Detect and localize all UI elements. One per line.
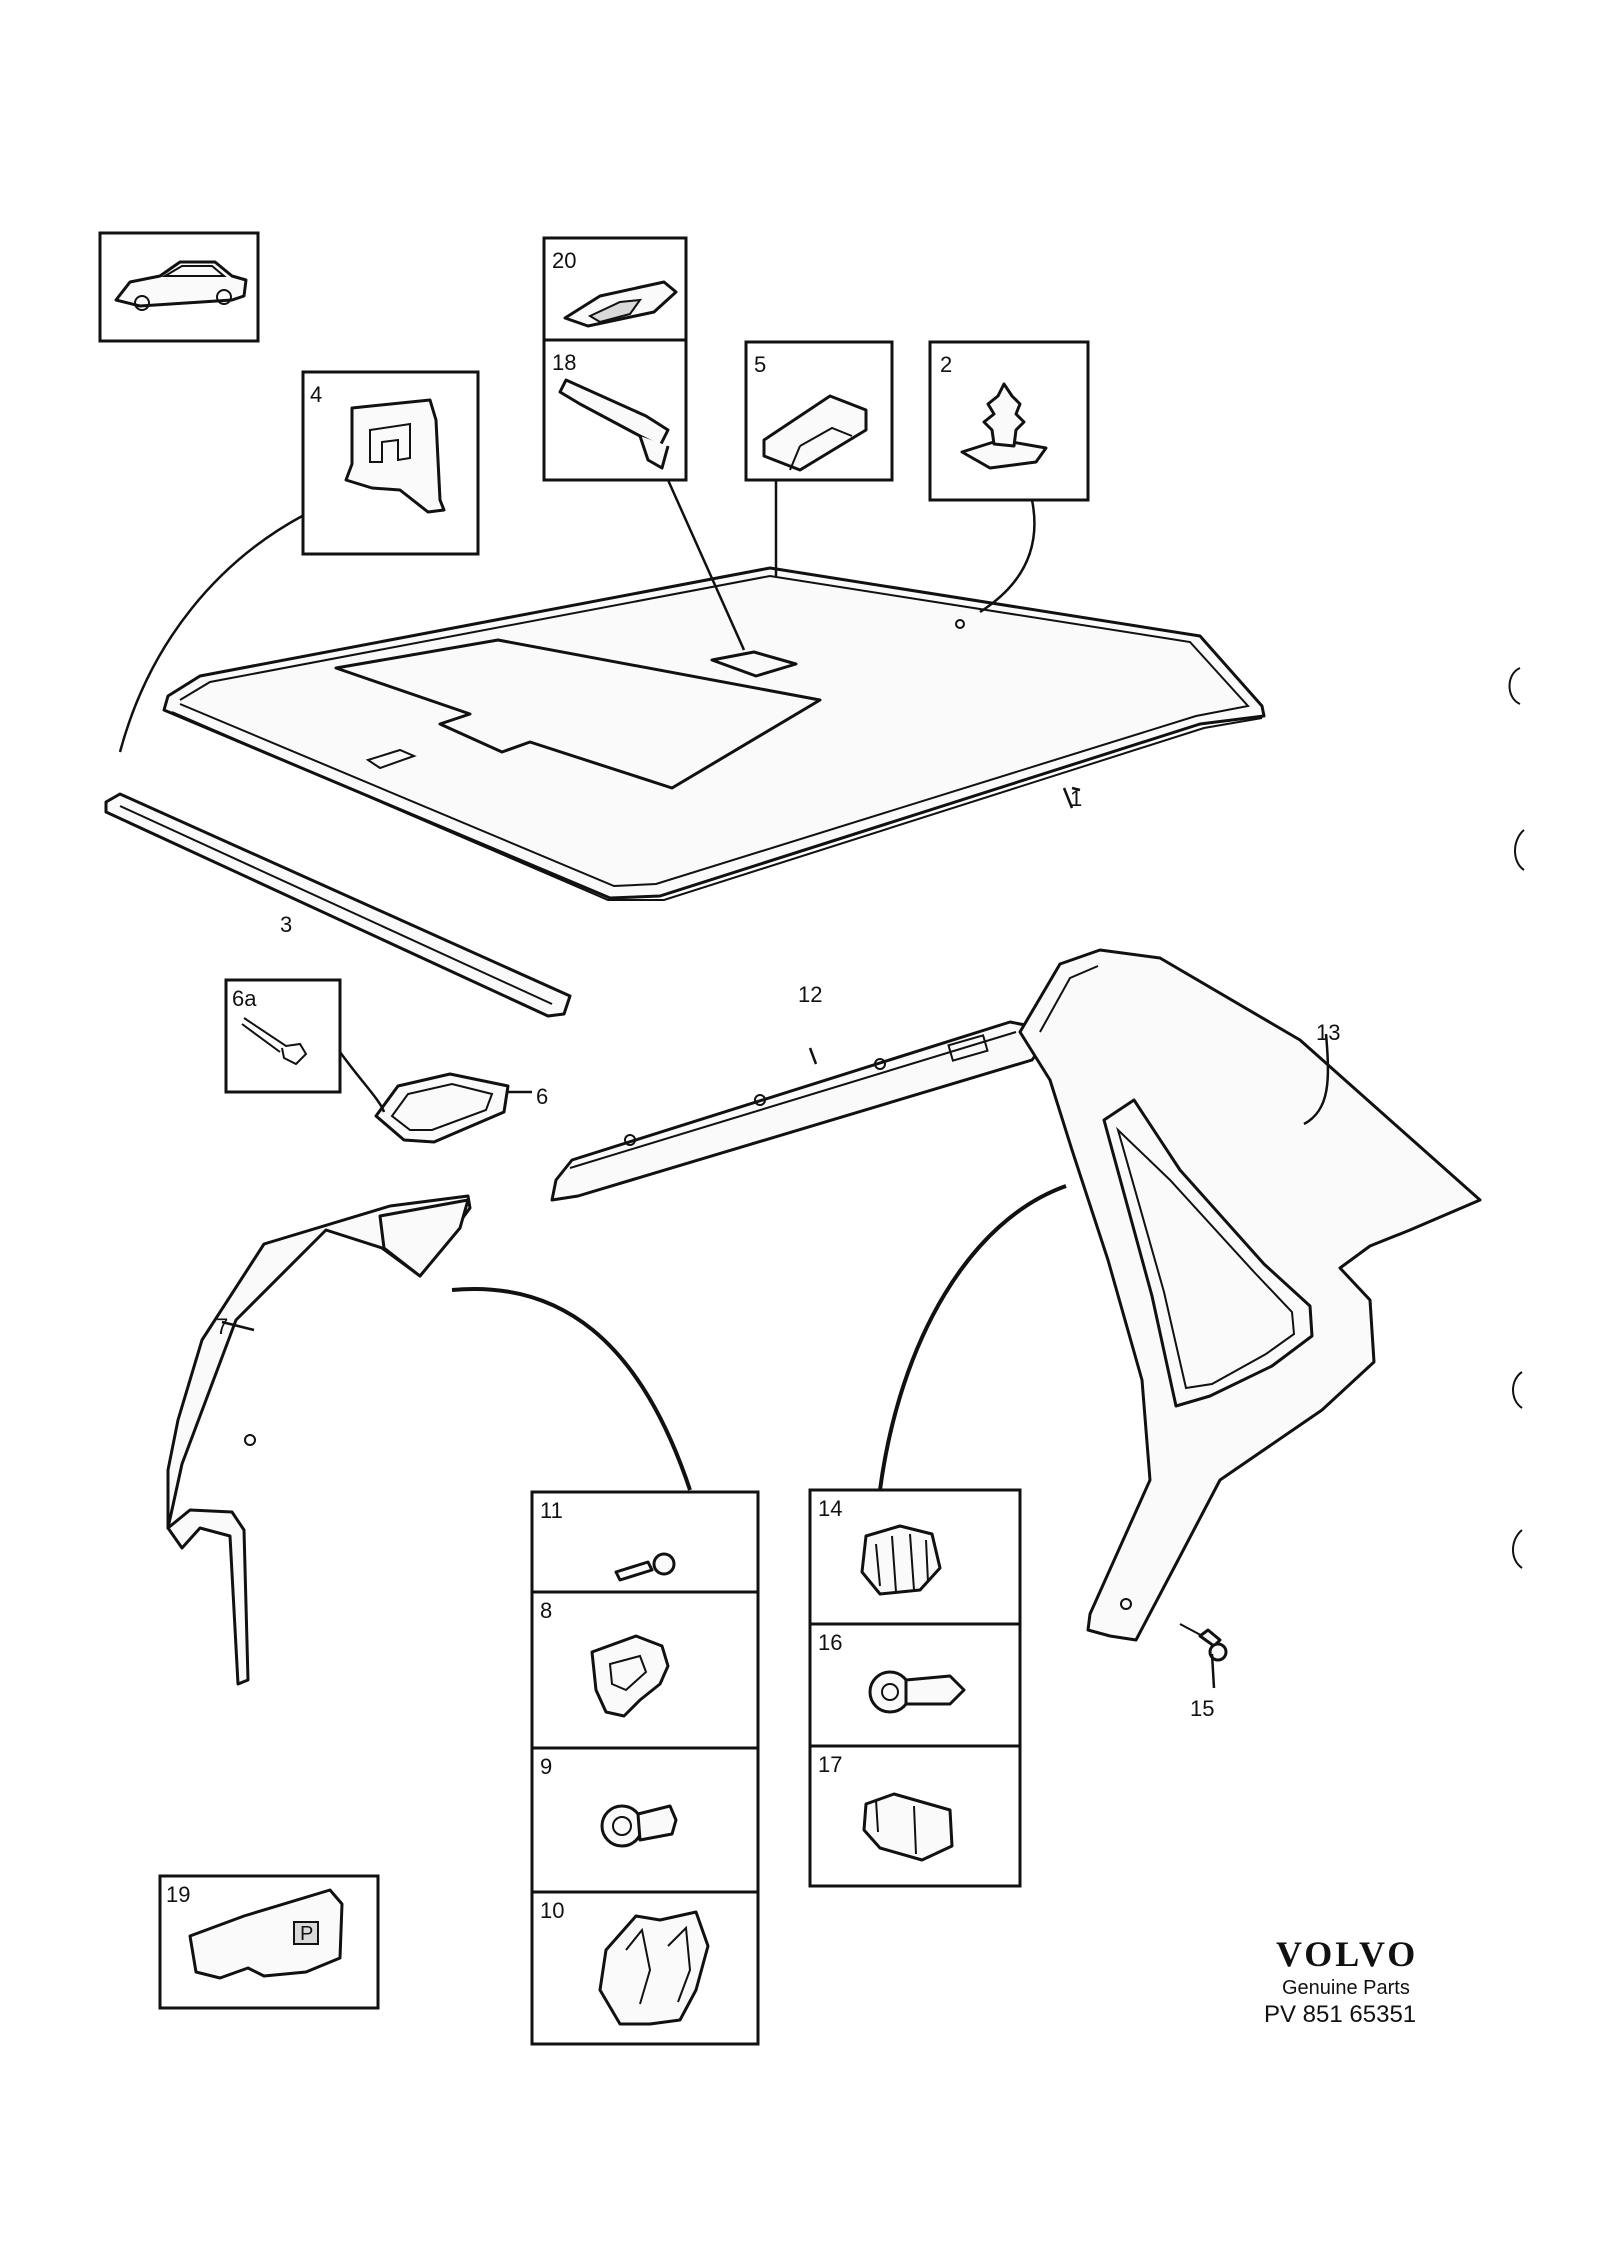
bracket-18-icon	[558, 378, 670, 470]
car-thumbnail-icon	[114, 260, 248, 311]
callout-3: 3	[280, 912, 292, 937]
car-thumbnail	[98, 231, 260, 343]
screw-9-icon	[600, 1804, 678, 1848]
leader-lines	[118, 479, 1330, 1689]
inset-box-14-16-17: 14 16 17	[808, 1488, 1022, 1888]
callout-2: 2	[940, 352, 952, 377]
callout-7: 7	[216, 1314, 228, 1339]
inset-box-20-18: 20 18	[542, 236, 688, 482]
callout-10: 10	[540, 1898, 564, 1923]
brand-subtitle: Genuine Parts	[1282, 1977, 1410, 1999]
nut-14-icon	[860, 1524, 942, 1596]
trim-strip-3	[104, 792, 572, 1018]
callout-16: 16	[818, 1630, 842, 1655]
inset-box-6a: 6a	[224, 978, 342, 1094]
inset-box-4: 4	[301, 370, 480, 556]
inset-box-5: 5	[744, 340, 894, 482]
callout-1: 1	[1070, 786, 1082, 811]
screw-15-icon	[1179, 1623, 1228, 1662]
pillar-trim-7	[166, 1194, 472, 1686]
callout-4: 4	[310, 382, 322, 407]
clip-5-icon	[762, 394, 868, 472]
screw-11-icon	[614, 1552, 676, 1582]
callout-13: 13	[1316, 1020, 1340, 1045]
clip-10-icon	[598, 1910, 710, 2026]
callout-19: 19	[166, 1882, 190, 1907]
headliner-panel	[162, 566, 1266, 901]
callout-18: 18	[552, 350, 576, 375]
clip-6a-icon	[241, 1017, 308, 1066]
callout-6: 6	[536, 1084, 548, 1109]
callout-8: 8	[540, 1598, 552, 1623]
callout-12: 12	[798, 982, 822, 1007]
callout-9: 9	[540, 1754, 552, 1779]
screw-16-icon	[868, 1670, 966, 1714]
p-symbol: P	[300, 1923, 313, 1945]
binder-marks	[1508, 667, 1525, 1569]
callout-20: 20	[552, 248, 576, 273]
callout-14: 14	[818, 1496, 842, 1521]
clip-4-icon	[344, 398, 446, 514]
bracket-19-icon: P	[188, 1888, 344, 1980]
callout-5: 5	[754, 352, 766, 377]
inset-box-19: 19 P	[158, 1874, 380, 2010]
push-clip-2-icon	[960, 382, 1048, 470]
branding-block: VOLVO Genuine Parts PV 851 65351	[1264, 1934, 1418, 2028]
part-number: PV 851 65351	[1264, 2001, 1416, 2028]
inset-box-2: 2	[928, 340, 1090, 502]
callout-11: 11	[540, 1498, 563, 1523]
callout-6a: 6a	[232, 986, 257, 1011]
clip-8-icon	[590, 1634, 670, 1718]
cover-plate-6	[374, 1072, 510, 1144]
callout-17: 17	[818, 1752, 842, 1777]
roof-rail-12	[550, 1020, 1046, 1202]
inset-box-11-8-9-10: 11 8 9 10	[530, 1490, 760, 2046]
foam-pad-icon	[563, 280, 678, 328]
brand-logo: VOLVO	[1276, 1934, 1418, 1974]
clip-17-icon	[862, 1792, 954, 1862]
rear-panel-13	[1018, 948, 1482, 1642]
callout-15: 15	[1190, 1696, 1214, 1721]
